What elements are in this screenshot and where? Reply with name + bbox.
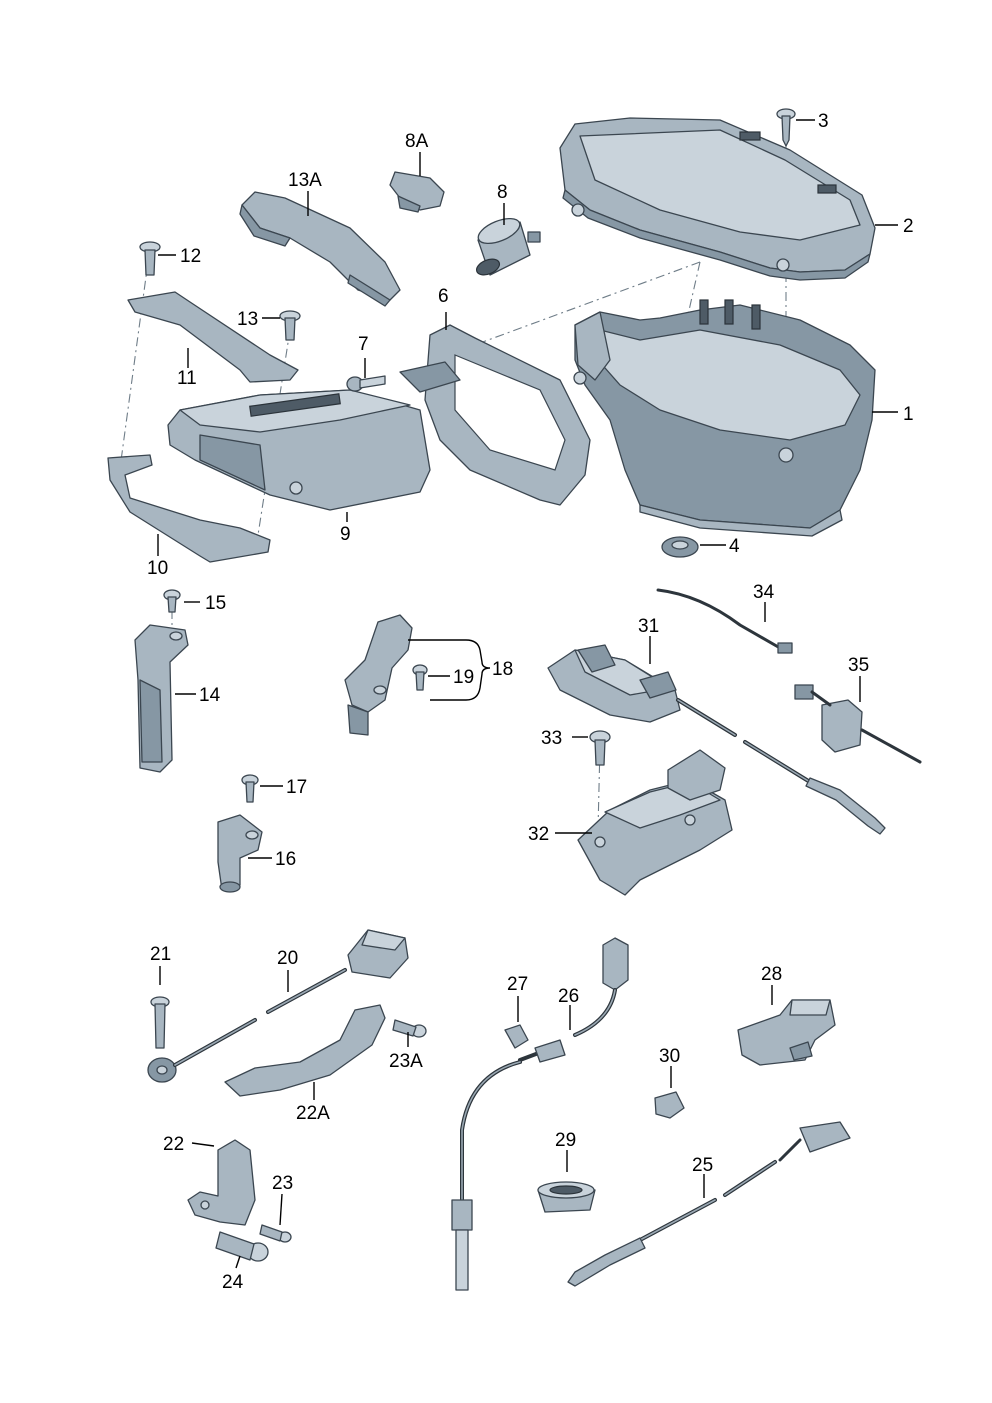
callout-23a: 23A [389, 1051, 423, 1072]
part-11-bracket [127, 291, 299, 383]
callout-7: 7 [358, 334, 369, 355]
callout-33: 33 [541, 728, 562, 749]
callout-18: 18 [492, 659, 513, 680]
part-30-clip [654, 1091, 685, 1119]
part-32-bracket [577, 749, 733, 896]
callout-8: 8 [497, 182, 508, 203]
callout-24: 24 [222, 1272, 244, 1293]
part-28-pressure-sensor [737, 999, 836, 1066]
callout-13a: 13A [288, 170, 322, 191]
callout-17: 17 [286, 777, 307, 798]
part-23-bolt [259, 1224, 292, 1243]
callout-10: 10 [147, 558, 168, 579]
callout-16: 16 [275, 849, 296, 870]
part-25-oxygen-sensor [567, 1121, 851, 1287]
part-7-screw [346, 375, 386, 392]
part-8a-clip [389, 171, 445, 213]
part-27-clip [504, 1024, 529, 1049]
callout-13: 13 [237, 309, 258, 330]
callout-32: 32 [528, 824, 549, 845]
callout-35: 35 [848, 655, 869, 676]
callout-22: 22 [163, 1134, 184, 1155]
part-9-control-unit [167, 389, 431, 511]
callout-12: 12 [180, 246, 201, 267]
callout-34: 34 [753, 582, 775, 603]
part-20-knock-sensor [147, 929, 409, 1083]
part-15-bolt [163, 589, 181, 613]
part-21-bolt [150, 996, 170, 1049]
callout-31: 31 [638, 616, 659, 637]
callout-1: 1 [903, 404, 914, 425]
part-24-bolt [215, 1231, 269, 1262]
part-8-sensor [475, 217, 541, 276]
callout-2: 2 [903, 216, 914, 237]
part-29-cap [537, 1181, 596, 1213]
part-1-air-filter-housing [573, 299, 876, 537]
callout-3: 3 [818, 111, 829, 132]
part-26-temperature-sensor [451, 937, 629, 1291]
part-18-sensor [344, 614, 413, 736]
part-34-cable-tie [656, 588, 793, 654]
callout-15: 15 [205, 593, 226, 614]
part-19-bolt [412, 664, 428, 691]
part-23a-bolt [392, 1019, 427, 1038]
part-16-sensor [217, 814, 263, 893]
callout-29: 29 [555, 1130, 576, 1151]
callout-6: 6 [438, 286, 449, 307]
part-35-holder [794, 684, 922, 764]
part-2-air-filter-cover [559, 117, 876, 281]
callout-25: 25 [692, 1155, 713, 1176]
part-14-sensor [134, 624, 189, 773]
part-17-bolt [241, 774, 259, 803]
callout-23: 23 [272, 1173, 293, 1194]
callout-20: 20 [277, 948, 298, 969]
callout-11: 11 [177, 368, 197, 389]
callout-28: 28 [761, 964, 782, 985]
part-3-screw [776, 108, 796, 147]
callout-21: 21 [150, 944, 171, 965]
part-6-frame [399, 324, 591, 506]
part-13-bolt [279, 310, 301, 341]
callout-4: 4 [729, 536, 740, 557]
part-10-bracket [107, 454, 271, 563]
callout-9: 9 [340, 524, 351, 545]
part-33-bolt [589, 730, 611, 766]
part-12-bolt [139, 241, 161, 276]
callout-8a: 8A [405, 131, 429, 152]
part-31-sensor-unit [547, 644, 886, 835]
callout-22a: 22A [296, 1103, 330, 1124]
callout-26: 26 [558, 986, 579, 1007]
leader-lines [157, 119, 898, 1269]
callout-27: 27 [507, 974, 528, 995]
part-22-bracket [187, 1139, 256, 1226]
callout-30: 30 [659, 1046, 680, 1067]
callout-19: 19 [453, 667, 474, 688]
part-13a-rail [239, 191, 401, 307]
part-4-grommet [661, 536, 699, 558]
part-22a-bracket [224, 1004, 386, 1097]
callout-labels: 1 2 3 4 6 7 8 8A 9 10 11 12 13 13A 14 15… [147, 111, 914, 1293]
callout-14: 14 [199, 685, 221, 706]
